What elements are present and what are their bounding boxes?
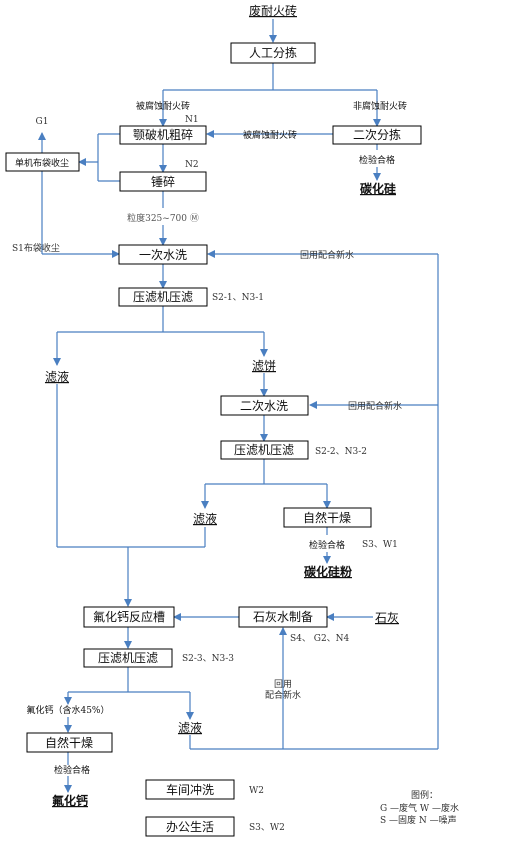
caf2-wet-label: 氟化钙（含水45%）: [26, 704, 109, 716]
s1-label: S1布袋收尘: [12, 242, 60, 254]
manual-sort-label: 人工分拣: [249, 45, 297, 60]
wash2-label: 二次水洗: [240, 399, 288, 413]
g1-label: G1: [36, 117, 49, 127]
node-natural-dry2: 自然干燥: [26, 732, 113, 753]
legend-title: 图例：: [411, 789, 438, 801]
node-manual-sort: 人工分拣: [230, 42, 316, 64]
filtrate3-label: 滤液: [178, 720, 202, 735]
secondary-sort-label: 二次分拣: [353, 127, 401, 142]
natural-dry2-label: 自然干燥: [45, 735, 93, 750]
tag-lime-water: S4、 G2、N4: [290, 634, 350, 644]
node-filter-press1: 压滤机压滤: [118, 287, 208, 307]
flow-lines: [38, 19, 439, 793]
corroded-brick-label: 被腐蚀耐火砖: [136, 100, 190, 112]
node-office: 办公生活: [145, 816, 235, 837]
node-natural-dry1: 自然干燥: [283, 507, 372, 528]
filtrate2-label: 滤液: [193, 511, 217, 526]
bag-collector-label: 单机布袋收尘: [15, 157, 69, 169]
caf2-product-label: 氟化钙: [52, 793, 88, 808]
recycle-label-2: 回用配合新水: [348, 400, 402, 412]
node-filter-press3: 压滤机压滤: [83, 648, 173, 668]
node-wash2: 二次水洗: [220, 395, 309, 416]
node-caf2-tank: 氟化钙反应槽: [83, 606, 175, 628]
node-hammer: 锤碎: [119, 171, 207, 192]
filter-press2-label: 压滤机压滤: [234, 443, 294, 457]
inspect-label-3: 检验合格: [54, 764, 90, 776]
node-secondary-sort: 二次分拣: [332, 125, 422, 145]
hammer-label: 锤碎: [151, 174, 175, 189]
filter-press1-label: 压滤机压滤: [133, 290, 193, 304]
legend-line-2: S —固废 N —噪声: [380, 814, 457, 826]
filtrate1-label: 滤液: [45, 369, 69, 384]
node-lime-water: 石灰水制备: [238, 606, 328, 628]
caf2-tank-label: 氟化钙反应槽: [93, 609, 165, 624]
lime-label: 石灰: [375, 611, 399, 625]
node-bag-collector: 单机布袋收尘: [5, 152, 80, 172]
wash1-label: 一次水洗: [139, 248, 187, 262]
sic-powder-product-label: 碳化硅粉: [304, 564, 352, 579]
granularity-label: 粒度325~700 Ⓜ: [127, 212, 199, 224]
jaw-crusher-label: 颚破机粗碎: [133, 127, 193, 142]
legend-line-1: G —废气 W —废水: [380, 802, 459, 814]
node-jaw-crusher: 颚破机粗碎: [119, 125, 207, 145]
filter-cake-label: 滤饼: [252, 359, 276, 373]
recycle-label-1: 回用配合新水: [300, 249, 354, 261]
lime-water-label: 石灰水制备: [253, 610, 313, 624]
tag-natural-dry1: S3、W1: [362, 540, 398, 550]
recycle-label-3a: 回用: [274, 679, 292, 690]
node-filter-press2: 压滤机压滤: [220, 440, 309, 460]
tag-filter-press1: S2-1、N3-1: [212, 293, 264, 303]
sic-product-label: 碳化硅: [360, 181, 396, 196]
filter-press3-label: 压滤机压滤: [98, 651, 158, 665]
non-corroded-brick-label: 非腐蚀耐火砖: [353, 100, 407, 112]
natural-dry1-label: 自然干燥: [303, 510, 351, 525]
n2-label: N2: [185, 160, 199, 170]
node-workshop-wash: 车间冲洗: [145, 779, 235, 800]
waste-brick-label: 废耐火砖: [249, 3, 297, 18]
tag-filter-press3: S2-3、N3-3: [182, 654, 234, 664]
inspect-label-2: 检验合格: [309, 539, 345, 551]
office-label: 办公生活: [166, 819, 214, 834]
recycle-label-3b: 配合新水: [265, 689, 301, 701]
tag-workshop-wash: W2: [249, 786, 264, 796]
tag-office: S3、W2: [249, 823, 285, 833]
n1-label: N1: [185, 115, 199, 125]
legend: 图例： G —废气 W —废水 S —固废 N —噪声: [380, 789, 459, 826]
node-wash1: 一次水洗: [118, 244, 208, 265]
inspect-label-1: 检验合格: [359, 154, 395, 166]
workshop-wash-label: 车间冲洗: [166, 782, 214, 797]
tag-filter-press2: S2-2、N3-2: [315, 447, 367, 457]
corroded-brick-label-2: 被腐蚀耐火砖: [243, 129, 297, 141]
